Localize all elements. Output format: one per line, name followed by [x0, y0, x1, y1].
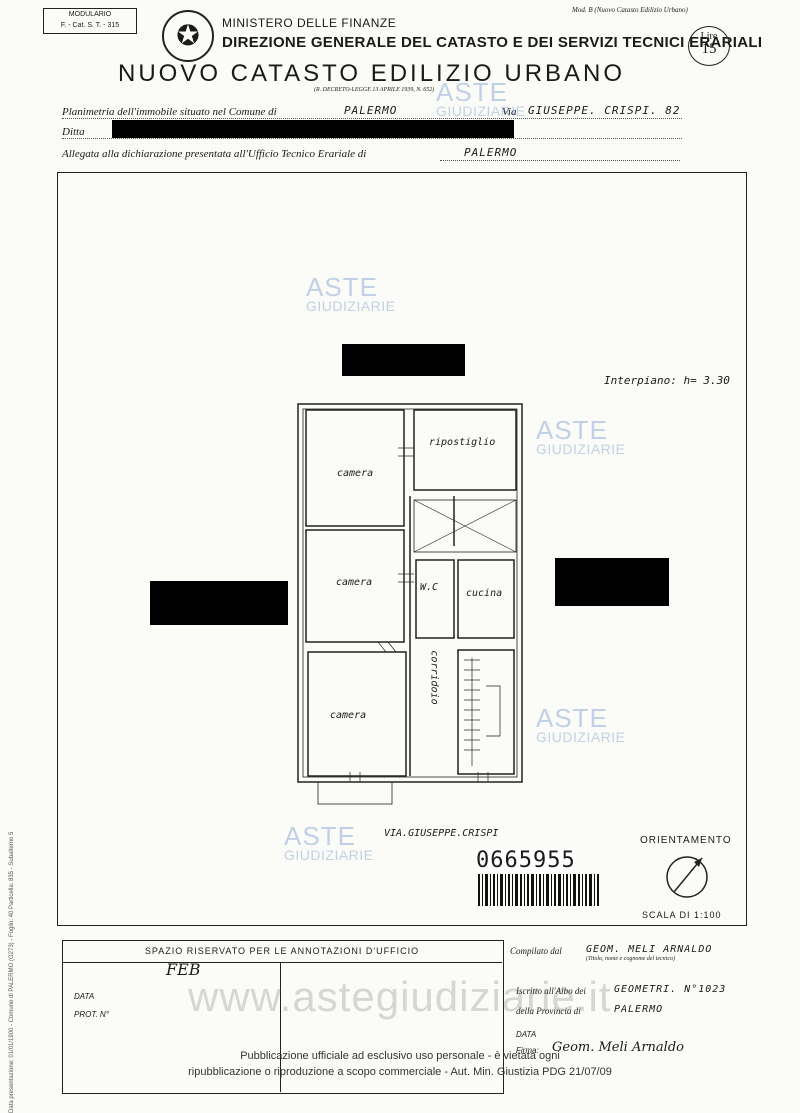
- ditta-label: Ditta: [62, 126, 85, 138]
- ufficio-value: PALERMO: [464, 146, 518, 159]
- modulario-box: MODULARIO F. - Cat. S. T. - 315: [43, 8, 137, 34]
- stair-walls: [457, 649, 515, 775]
- inner-outer-wall: [302, 408, 518, 778]
- annotations-box: [62, 940, 504, 1094]
- republic-emblem-icon: ✪: [162, 10, 214, 62]
- stairs: [464, 658, 501, 766]
- provincia-label: della Provincia di: [516, 1006, 581, 1016]
- redacted-box-top: [342, 344, 465, 376]
- compiler-sub: (Titolo, nome e cognome del tecnico): [586, 956, 675, 962]
- room-corridoio: corridoio: [428, 650, 440, 705]
- floor-plan: [297, 403, 523, 805]
- compiler-name: GEOM. MELI ARNALDO: [586, 944, 713, 955]
- mod-b-label: Mod. B (Nuovo Catasto Edilizio Urbano): [572, 6, 688, 14]
- camera-2-walls: [305, 529, 405, 643]
- planimetria-line: [62, 118, 682, 119]
- street-label: VIA.GIUSEPPE.CRISPI: [384, 828, 499, 839]
- room-wc: W.C: [420, 582, 439, 593]
- decreto-label: (R. DECRETO-LEGGE 13 APRILE 1939, N. 652…: [314, 87, 435, 93]
- signature: Geom. Meli Arnaldo: [552, 1040, 684, 1055]
- ditta-line: [62, 138, 682, 139]
- redacted-box-left: [150, 581, 288, 625]
- annotations-data-label: DATA: [74, 992, 95, 1001]
- room-ripostiglio: ripostiglio: [429, 437, 496, 448]
- albo-value: GEOMETRI. N°1023: [614, 984, 727, 995]
- plan-frame: [57, 172, 747, 926]
- direzione-name: DIREZIONE GENERALE DEL CATASTO E DEI SER…: [222, 34, 763, 51]
- room-camera-3: camera: [330, 710, 367, 721]
- outer-wall: [297, 403, 523, 783]
- redacted-box-right: [555, 558, 669, 606]
- annotations-vertical-divider: [280, 962, 281, 1092]
- document-code: 0665955: [476, 848, 576, 873]
- scala-label: SCALA DI 1:100: [642, 910, 722, 920]
- provincia-value: PALERMO: [614, 1004, 664, 1015]
- camera-1-walls: [305, 409, 405, 527]
- balcony: [317, 781, 393, 805]
- wc-walls: [415, 559, 455, 639]
- light-well: [413, 499, 517, 553]
- compiler-data-label: DATA: [516, 1030, 537, 1039]
- light-well-diag-2: [413, 499, 517, 553]
- north-arrow-icon: [666, 856, 708, 898]
- firma-label: Firma:: [516, 1046, 539, 1055]
- lire-label: Lire: [700, 31, 718, 42]
- modulario-code: F. - Cat. S. T. - 315: [60, 22, 120, 29]
- ministry-name: MINISTERO DELLE FINANZE: [222, 16, 397, 30]
- room-camera-1: camera: [337, 468, 374, 479]
- interpiano-note: Interpiano: h= 3.30: [604, 374, 730, 387]
- planimetria-label: Planimetria dell'immobile situato nel Co…: [62, 106, 277, 118]
- footer-line-2: ripubblicazione o riproduzione a scopo c…: [188, 1066, 612, 1078]
- room-camera-2: camera: [336, 577, 373, 588]
- annotations-handwritten: FEB: [166, 960, 201, 979]
- lire-stamp: Lire 15: [688, 26, 730, 66]
- lire-value: 15: [701, 41, 717, 57]
- iscritto-label: Iscritto all'Albo dei: [516, 986, 586, 996]
- via-label: Via: [502, 106, 517, 118]
- ripostiglio-walls: [413, 409, 517, 491]
- document-title: NUOVO CATASTO EDILIZIO URBANO: [118, 60, 626, 87]
- via-value: GIUSEPPE. CRISPI. 82: [528, 104, 681, 117]
- compilato-label: Compilato dal: [510, 946, 562, 956]
- allegata-label: Allegata alla dichiarazione presentata a…: [62, 148, 367, 160]
- annotations-title: SPAZIO RISERVATO PER LE ANNOTAZIONI D'UF…: [144, 946, 420, 956]
- annotations-divider: [62, 962, 502, 963]
- watermark-site: www.astegiudiziarie.it: [188, 973, 612, 1020]
- orientamento-label: ORIENTAMENTO: [640, 835, 732, 846]
- redacted-owner: [112, 120, 514, 138]
- modulario-label: MODULARIO: [68, 11, 112, 18]
- room-cucina: cucina: [466, 588, 503, 599]
- camera-3-walls: [307, 651, 407, 777]
- cucina-walls: [457, 559, 515, 639]
- side-text: Data presentazione: 01/01/1900 - Comune …: [9, 831, 15, 1113]
- barcode: [478, 874, 599, 906]
- annotations-prot-label: PROT. N°: [74, 1010, 109, 1019]
- doors: [349, 447, 489, 782]
- footer-line-1: Pubblicazione ufficiale ad esclusivo uso…: [240, 1050, 560, 1062]
- comune-value: PALERMO: [344, 104, 398, 117]
- allegata-line: [440, 160, 680, 161]
